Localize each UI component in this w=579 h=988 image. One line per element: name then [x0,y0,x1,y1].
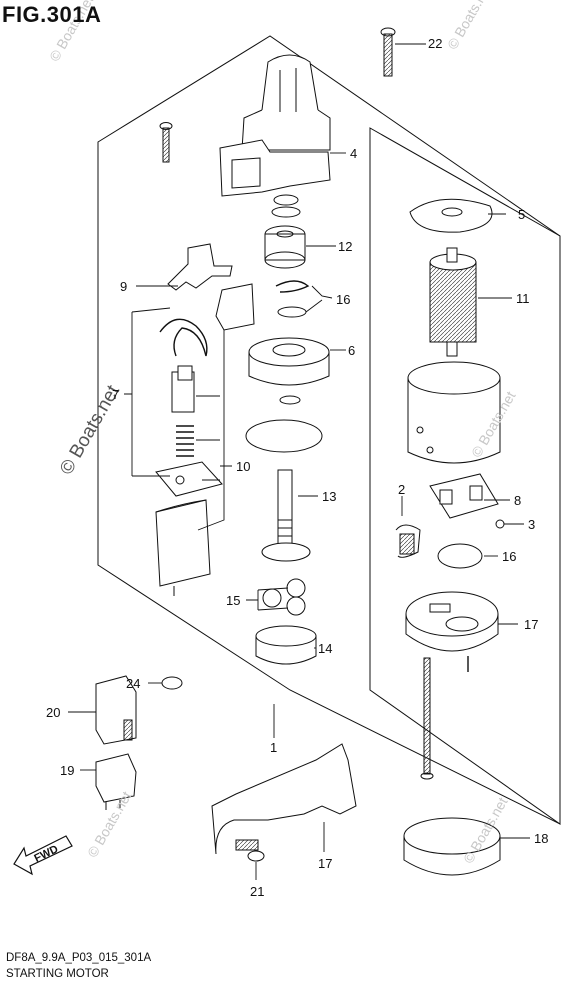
spring-clip [159,318,208,357]
bolt-23 [380,27,396,77]
plate-16 [437,543,483,569]
housing-4 [219,54,331,197]
figure-title: FIG.301A [2,2,102,27]
figure-code: DF8A_9.9A_P03_015_301A [6,952,152,964]
callout-22: 21 [250,884,265,899]
internal-gear-14 [255,625,317,665]
callout-19: 18 [534,831,549,846]
callout-14: 14 [318,641,333,656]
callout-5: 5 [518,207,526,222]
callout-17: 17 [524,617,539,632]
callout-21: 20 [46,705,61,720]
callout-10: 10 [236,459,251,474]
armature-11 [429,247,477,357]
callout-16: 16 [336,292,351,307]
callout-2: 2 [398,482,406,497]
callout-6: 6 [348,343,356,358]
callout-16b: 16 [502,549,517,564]
callout-20: 19 [60,763,75,778]
relay-21 [95,675,137,745]
callout-18: 17 [318,856,333,871]
fwd-arrow-icon: FWD [13,835,73,876]
callout-12: 12 [338,239,353,254]
bolt-small [159,122,173,163]
callout-8: 8 [514,493,522,508]
callout-4: 4 [350,146,358,161]
callout-9: 9 [120,279,128,294]
callout-15: 15 [226,593,241,608]
shaft-13 [261,469,311,562]
armature-group-outline [369,127,561,825]
callout-24: 24 [126,676,141,691]
gasket-ring [245,419,323,453]
switch-bracket [215,283,255,331]
spring [176,425,194,457]
gasket [155,461,223,497]
callout-13: 13 [322,489,337,504]
relay-20 [95,753,137,810]
callout-23: 22 [428,36,443,51]
yoke [407,361,501,464]
nut-3 [495,519,505,529]
gear-15c [286,596,306,616]
washer [273,194,299,206]
bracket-18 [211,743,357,855]
pinion-12 [264,225,306,269]
grommet-24 [161,676,183,690]
solenoid-body [155,499,211,596]
frame-6 [248,337,330,386]
callout-7: 7 [112,387,120,402]
fwd-label: FWD [32,843,60,865]
bolt-22 [235,839,265,862]
clip-16 [275,280,310,293]
lever-9 [167,243,233,291]
callout-3: 3 [528,517,536,532]
plunger-7 [171,365,195,413]
gear-15b [262,588,282,608]
ring-19 [403,817,501,876]
callout-11: 11 [516,291,530,306]
gear-15a [286,578,306,598]
end-cover-17 [405,591,499,652]
figure-name: STARTING MOTOR [6,968,109,980]
brush-holder-8 [395,473,499,558]
through-bolt [423,657,431,775]
callout-1: 1 [270,740,278,755]
